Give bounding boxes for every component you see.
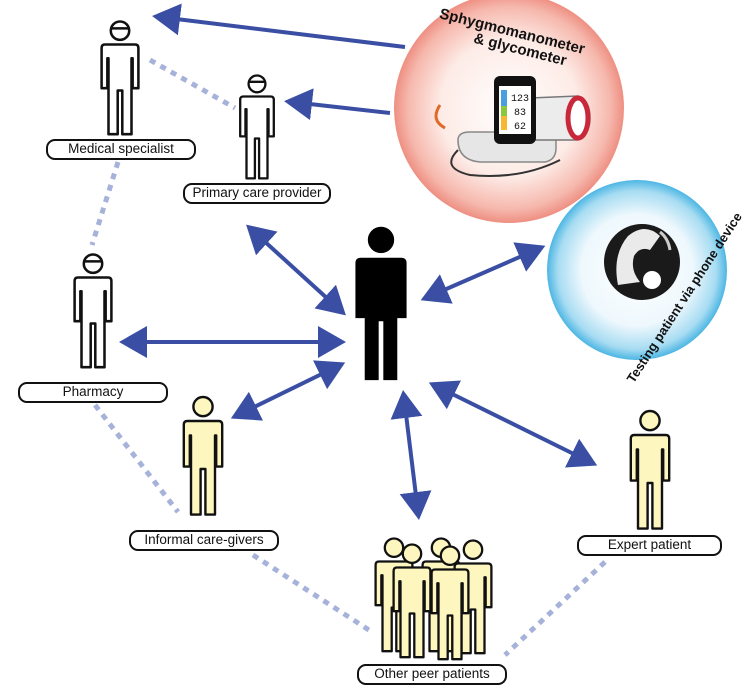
primary-care-provider-figure	[239, 74, 275, 180]
blood-pressure-monitor-icon	[434, 95, 591, 177]
label-informal-care-givers: Informal care-givers	[129, 530, 279, 551]
arrow-patient-informal	[230, 360, 346, 421]
arrow-patient-expert	[428, 380, 598, 468]
peer-patients-group	[374, 537, 493, 661]
label-pharmacy: Pharmacy	[18, 382, 168, 403]
pharmacy-figure	[73, 253, 113, 369]
arrow-device-to-specialist	[152, 3, 406, 49]
relationship-arrows	[119, 3, 598, 520]
dotted-link-specialist-pharmacy	[89, 161, 121, 246]
arrow-device-to-primary	[284, 88, 391, 121]
medical-specialist-figure	[100, 20, 140, 136]
arrow-patient-peers	[390, 390, 432, 520]
dotted-link-specialist-primary	[148, 57, 237, 111]
label-other-peer-patients: Other peer patients	[357, 664, 507, 685]
sphygmomanometer-glycometer-bubble: Sphygmomanometer & glycometer 123 83 62	[394, 0, 624, 223]
dotted-link-expert-peers	[503, 560, 607, 657]
expert-patient-figure	[629, 409, 671, 530]
screen-reading-2: 83	[514, 108, 526, 119]
informal-caregiver-figure	[182, 395, 224, 516]
smartphone-icon: 123 83 62	[494, 76, 536, 144]
label-expert-patient: Expert patient	[577, 535, 722, 556]
phone-call-icon	[604, 224, 680, 300]
arrow-patient-phone	[420, 242, 546, 304]
screen-reading-3: 62	[514, 122, 526, 133]
phone-testing-bubble: Testing patient via phone device	[547, 180, 745, 385]
dotted-link-informal-peers	[251, 552, 374, 635]
label-primary-care-provider: Primary care provider	[183, 183, 331, 204]
label-medical-specialist: Medical specialist	[46, 139, 196, 160]
arrow-patient-primary	[246, 224, 346, 316]
dotted-link-pharmacy-informal	[93, 403, 180, 514]
dotted-links	[89, 57, 607, 657]
screen-reading-1: 123	[511, 94, 529, 105]
central-patient-figure	[355, 226, 407, 381]
